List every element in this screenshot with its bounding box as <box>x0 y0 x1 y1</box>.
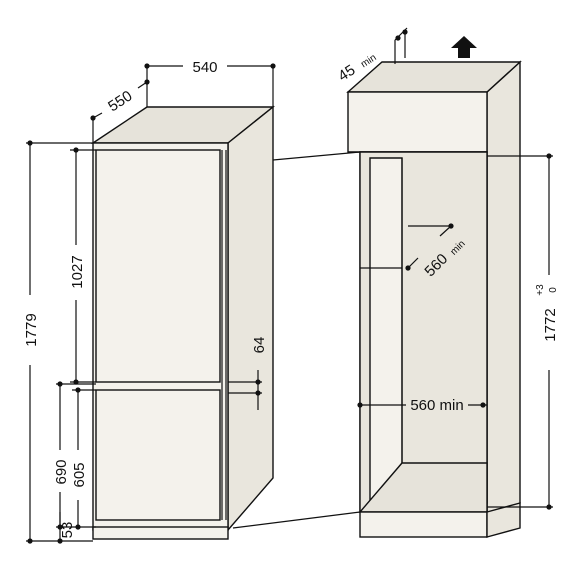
niche-base <box>359 511 488 538</box>
dim-vent-45: 45 min <box>335 27 408 85</box>
niche-width-label: 560 min <box>410 397 463 414</box>
installation-niche <box>346 60 522 538</box>
niche-side-panel <box>486 60 521 534</box>
niche-height-tol-minus: 0 <box>548 287 559 293</box>
dim-plinth-53: 53 <box>57 512 76 544</box>
fridge-upper-door <box>95 149 221 383</box>
upper-1027-label: 1027 <box>69 255 86 288</box>
niche-height-label: 1772 <box>542 308 559 341</box>
fridge-unit <box>90 105 275 540</box>
connector-line <box>272 151 361 161</box>
dim-gap-64: 64 <box>228 337 268 410</box>
niche-height-tol-plus: +3 <box>535 284 546 296</box>
lower-690-label: 690 <box>53 459 70 484</box>
dim-lower-605: 605 <box>56 387 96 530</box>
up-arrow-icon <box>451 36 477 58</box>
fridge-plinth <box>92 526 229 540</box>
fridge-lower-door <box>95 389 221 521</box>
niche-upper-cabinet <box>347 91 488 153</box>
height-1779-label: 1779 <box>23 313 40 346</box>
dim-upper-1027: 1027 <box>69 147 96 385</box>
fridge-side-face <box>227 105 274 532</box>
dim-height-1779: 1779 <box>23 140 93 544</box>
depth-label: 550 <box>105 87 135 115</box>
lower-605-label: 605 <box>71 462 88 487</box>
dim-niche-height: 1772 +3 0 <box>487 153 559 510</box>
gap-64-label: 64 <box>251 337 268 354</box>
plinth-53-label: 53 <box>59 522 76 539</box>
vent-45-label: 45 <box>335 62 358 85</box>
dim-width: 540 <box>144 59 276 107</box>
width-label: 540 <box>192 59 217 76</box>
dim-niche-width: 560 min <box>357 397 487 414</box>
